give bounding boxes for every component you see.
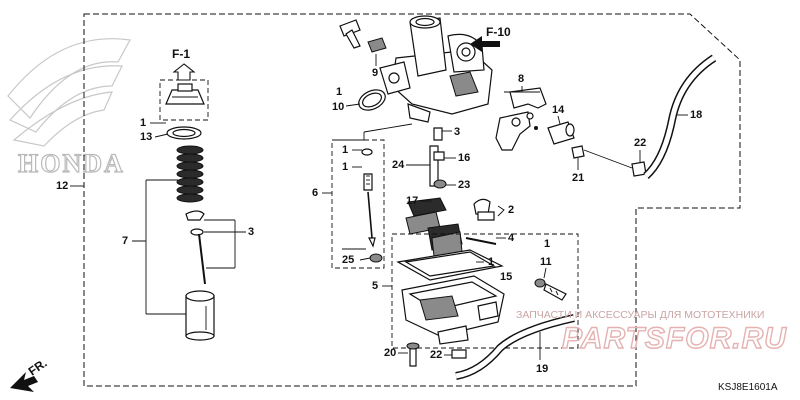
front-direction-label: FR. bbox=[26, 356, 50, 379]
front-direction-arrow: FR. bbox=[10, 356, 50, 392]
pilot-screw bbox=[339, 19, 387, 53]
cap-gasket bbox=[166, 126, 202, 140]
callout-11: 11 bbox=[540, 256, 552, 268]
f1-section-ref: F-1 bbox=[159, 47, 209, 121]
overflow-hose-18 bbox=[643, 54, 717, 179]
svg-text:1: 1 bbox=[140, 117, 146, 129]
float bbox=[405, 197, 463, 257]
watermark-caption: ЗАПЧАСТИ И АКСЕССУАРЫ ДЛЯ МОТОТЕХНИКИ bbox=[516, 309, 764, 321]
callout-4: 4 bbox=[508, 232, 515, 244]
callout-3-clip: 3 bbox=[204, 219, 254, 269]
choke-valve bbox=[547, 121, 575, 145]
callout-16: 16 bbox=[458, 152, 470, 164]
callout-7-needle-set: 7 bbox=[122, 179, 186, 315]
callout-14: 14 bbox=[552, 104, 565, 116]
choke-lever-bracket bbox=[495, 87, 547, 151]
callout-1-d: 1 bbox=[342, 161, 348, 173]
bowl-screw bbox=[406, 342, 420, 367]
throttle-valve-piston bbox=[185, 290, 215, 341]
callout-1-f: 1 bbox=[488, 256, 494, 268]
jet-needle bbox=[198, 233, 206, 285]
float-valve bbox=[361, 148, 376, 248]
callout-22-upper: 22 bbox=[634, 137, 646, 149]
joint-21 bbox=[571, 145, 585, 159]
callout-12-valve-set: 12 bbox=[56, 180, 84, 192]
clamp-22-upper bbox=[631, 161, 647, 177]
callout-20: 20 bbox=[384, 347, 396, 359]
callout-25: 25 bbox=[342, 254, 354, 266]
float-bowl-drain-plug bbox=[369, 253, 383, 263]
callout-6: 6 bbox=[312, 187, 318, 199]
callout-1-top-cap: 1 bbox=[140, 117, 166, 129]
drain-hose-19 bbox=[455, 314, 575, 380]
callout-24: 24 bbox=[392, 159, 405, 171]
clamp-22-lower bbox=[451, 349, 467, 359]
callout-19: 19 bbox=[536, 363, 548, 375]
o-ring-10 bbox=[358, 89, 386, 111]
float-chamber-box bbox=[391, 233, 579, 349]
svg-text:3: 3 bbox=[248, 226, 254, 238]
callout-3-jet: 3 bbox=[454, 126, 460, 138]
svg-text:12: 12 bbox=[56, 180, 68, 192]
assembly-frame bbox=[83, 13, 741, 387]
float-chamber bbox=[401, 275, 505, 345]
drain-screw bbox=[534, 278, 567, 301]
svg-text:13: 13 bbox=[140, 131, 152, 143]
callout-22-lower: 22 bbox=[430, 349, 442, 361]
honda-wing-logo: HONDA bbox=[7, 38, 131, 179]
callout-23: 23 bbox=[458, 179, 470, 191]
callout-13-gasket: 13 bbox=[140, 131, 169, 143]
carburetor-top-cap bbox=[165, 83, 205, 105]
main-jet-parts bbox=[429, 127, 447, 189]
watermark-logo: PARTSFOR.RU bbox=[562, 322, 787, 355]
callout-5: 5 bbox=[372, 280, 378, 292]
svg-text:7: 7 bbox=[122, 235, 128, 247]
f10-section-ref: F-10 bbox=[470, 25, 511, 52]
float-pin-clip bbox=[473, 198, 495, 221]
callout-1-c: 1 bbox=[342, 144, 348, 156]
f1-box bbox=[159, 79, 209, 121]
diagram-code: KSJ8E1601A bbox=[718, 382, 778, 393]
callout-17: 17 bbox=[406, 195, 418, 207]
honda-brand-text: HONDA bbox=[18, 149, 125, 178]
f1-label: F-1 bbox=[172, 47, 190, 61]
needle-retainer-clip bbox=[185, 210, 205, 236]
callout-1-body: 1 bbox=[336, 86, 342, 98]
callout-21: 21 bbox=[572, 172, 584, 184]
float-pin bbox=[465, 237, 497, 245]
callout-8: 8 bbox=[518, 73, 524, 85]
callout-18: 18 bbox=[690, 109, 702, 121]
float-chamber-gasket bbox=[396, 249, 504, 281]
callout-10: 10 bbox=[332, 101, 344, 113]
partsfor-watermark: ЗАПЧАСТИ И АКСЕССУАРЫ ДЛЯ МОТОТЕХНИКИ PA… bbox=[516, 309, 787, 356]
callout-1-e: 1 bbox=[544, 238, 550, 250]
callout-15: 15 bbox=[500, 271, 512, 283]
callout-2: 2 bbox=[508, 204, 514, 216]
callout-9: 9 bbox=[372, 67, 378, 79]
throttle-valve-spring bbox=[176, 145, 204, 203]
svg-text:F-10: F-10 bbox=[486, 25, 511, 39]
carburetor-body bbox=[379, 15, 493, 123]
